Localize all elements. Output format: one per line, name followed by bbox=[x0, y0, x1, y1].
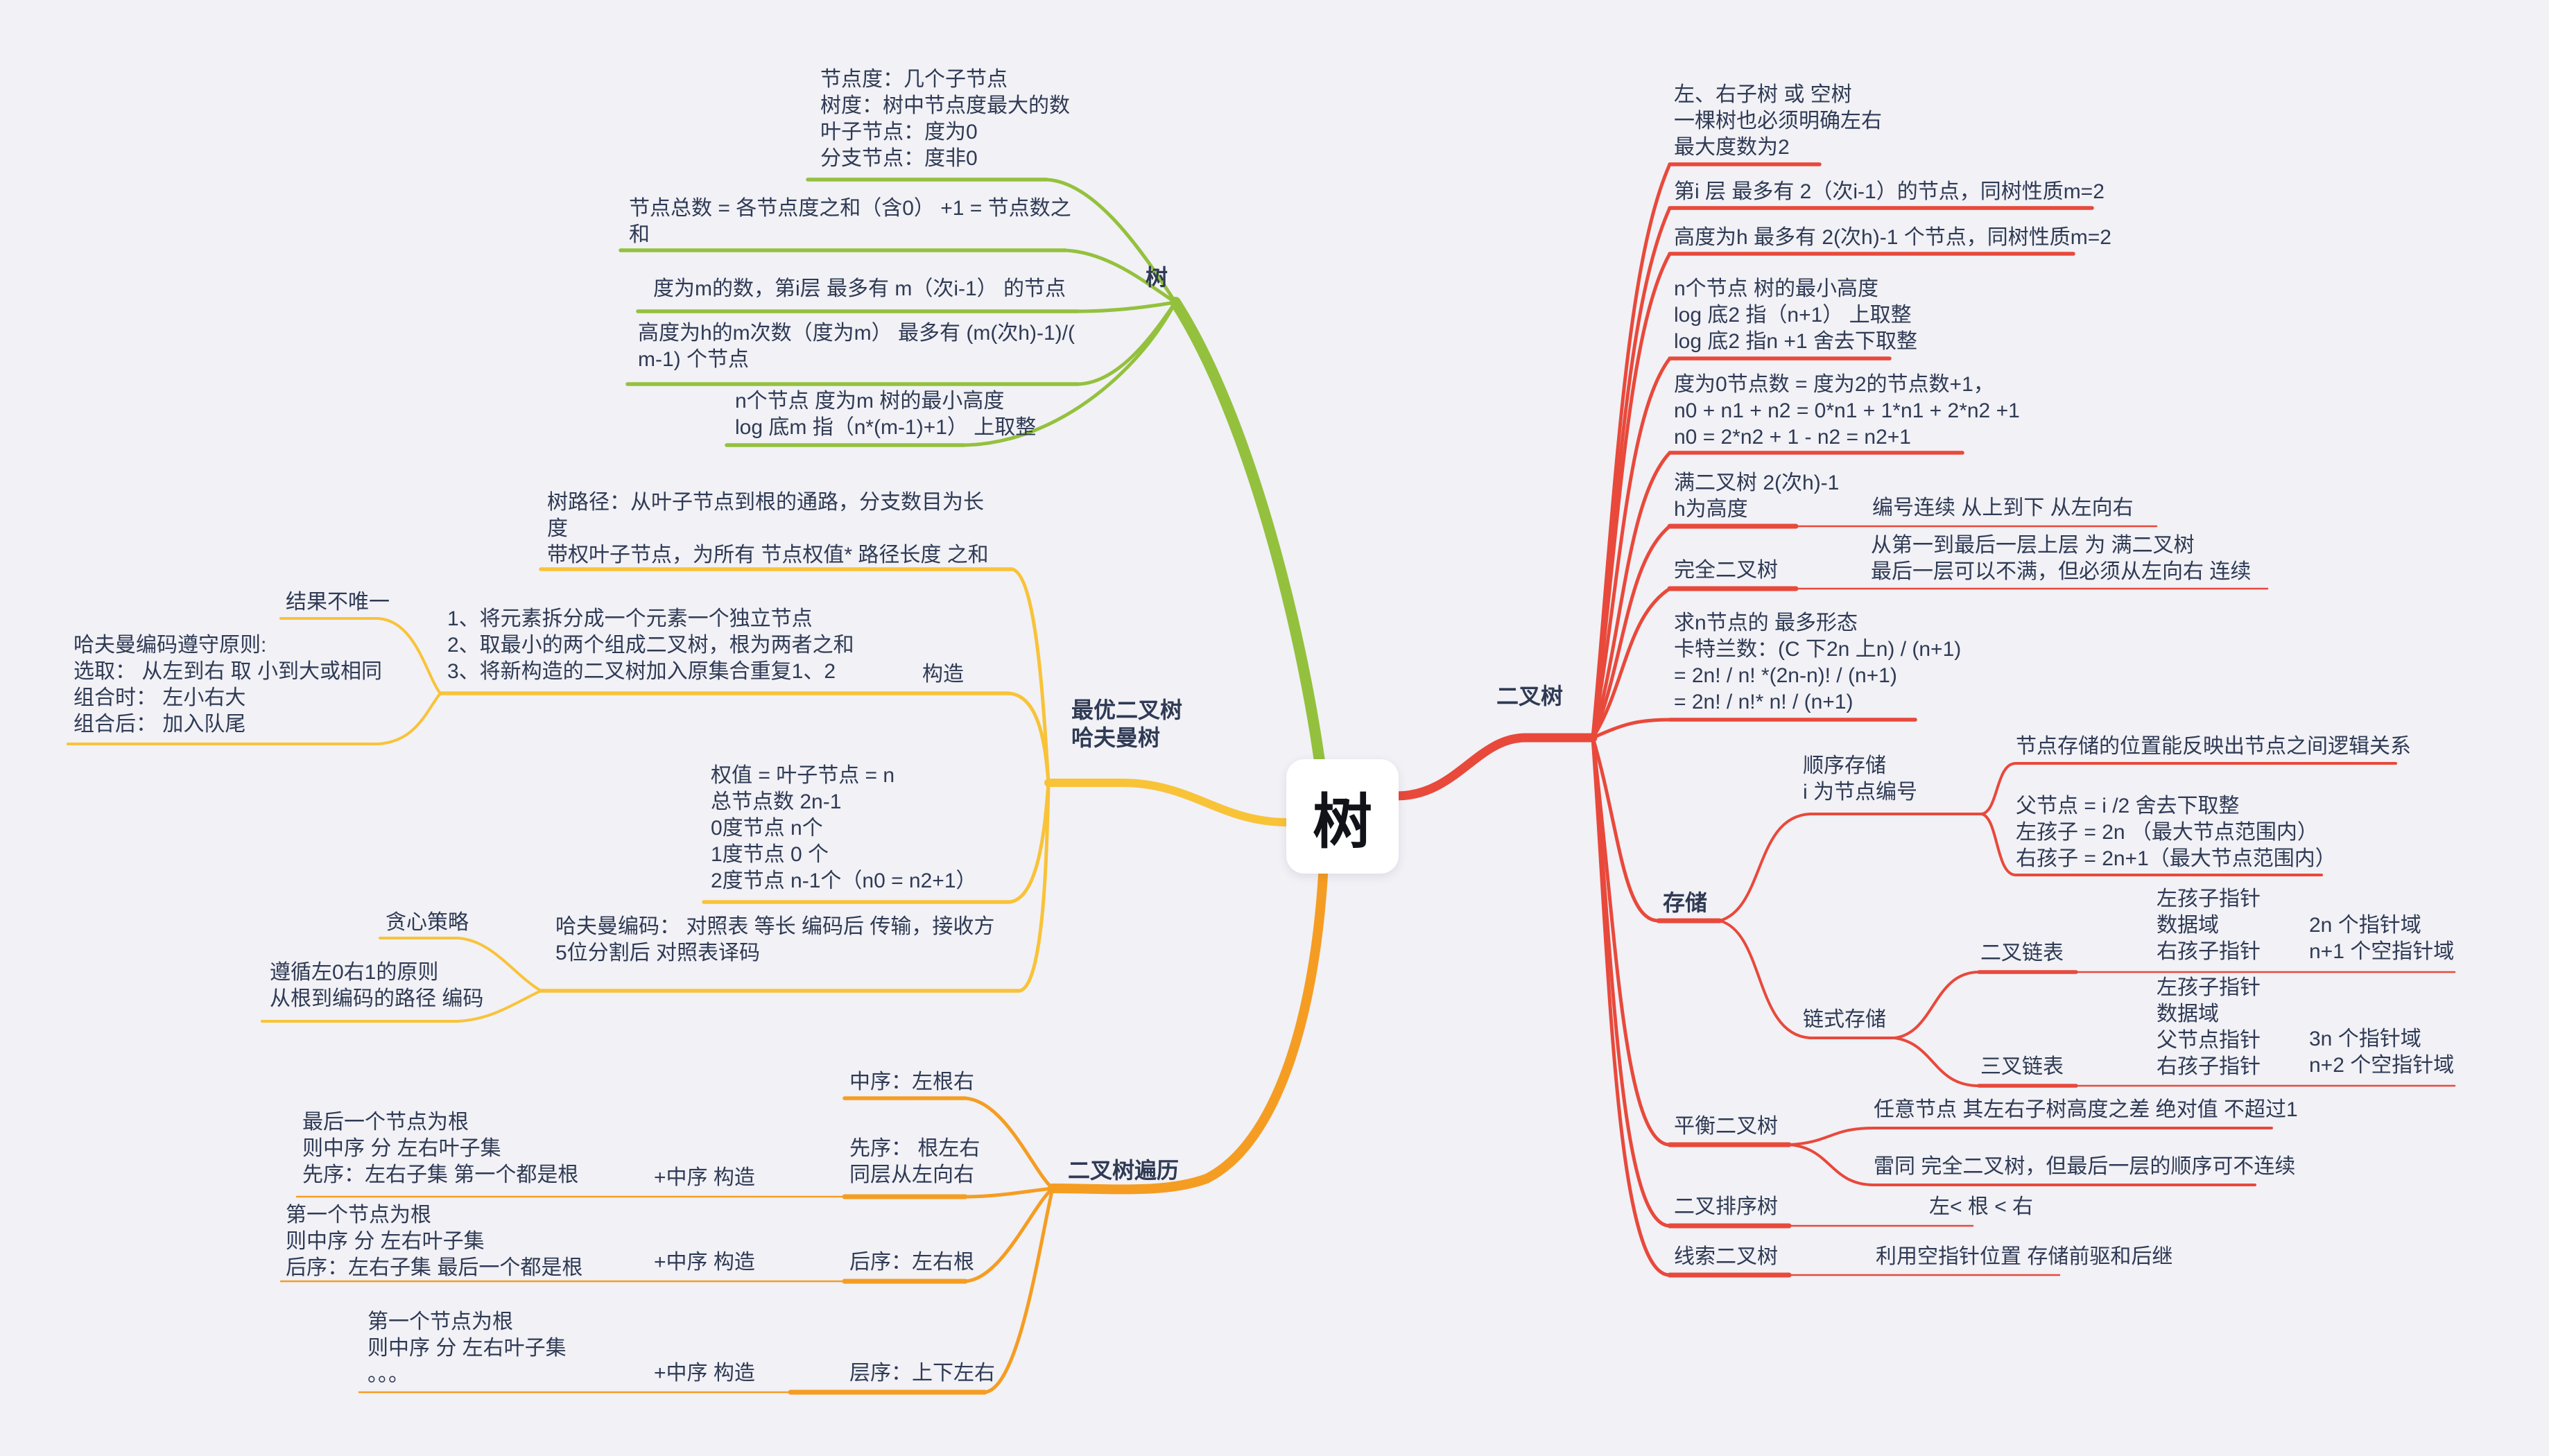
node-sequential-storage[interactable]: 顺序存储 i 为节点编号 bbox=[1803, 754, 1917, 804]
node-tree-height[interactable]: 高度为h的m次数（度为m） 最多有 (m(次h)-1)/( m-1) 个节点 bbox=[638, 322, 1075, 371]
node-binary-list[interactable]: 二叉链表 bbox=[1980, 942, 2064, 964]
node-tree-path[interactable]: 树路径：从叶子节点到根的通路，分支数目为长 度 带权叶子节点，为所有 节点权值*… bbox=[547, 491, 989, 566]
node-binary-n0[interactable]: 度为0节点数 = 度为2的节点数+1， n0 + n1 + n2 = 0*n1 … bbox=[1674, 373, 2020, 449]
node-triple-list[interactable]: 三叉链表 bbox=[1980, 1055, 2064, 1078]
node-tree-min-height[interactable]: n个节点 度为m 树的最小高度 log 底m 指（n*(m-1)+1） 上取整 bbox=[735, 390, 1037, 439]
topic-binary-tree[interactable]: 二叉树 bbox=[1496, 684, 1564, 709]
node-tree-layer[interactable]: 度为m的数，第i层 最多有 m（次i-1） 的节点 bbox=[653, 277, 1066, 300]
topic-storage[interactable]: 存储 bbox=[1663, 890, 1708, 915]
node-postorder[interactable]: 后序：左右根 bbox=[849, 1251, 974, 1274]
node-avl-tree[interactable]: 平衡二叉树 bbox=[1674, 1115, 1778, 1138]
node-huffman-build[interactable]: 构造 bbox=[922, 663, 964, 686]
node-huffman-greedy[interactable]: 贪心策略 bbox=[386, 911, 469, 934]
node-inorder[interactable]: 中序：左根右 bbox=[849, 1071, 974, 1093]
node-binary-list-fields[interactable]: 左孩子指针 数据域 右孩子指针 bbox=[2157, 887, 2261, 963]
node-sequential-formula[interactable]: 父节点 = i /2 舍去下取整 左孩子 = 2n （最大节点范围内） 右孩子 … bbox=[2016, 795, 2336, 870]
node-complete-binary-tree[interactable]: 完全二叉树 bbox=[1674, 559, 1778, 582]
node-avl-note2[interactable]: 雷同 完全二叉树，但最后一层的顺序可不连续 bbox=[1874, 1155, 2296, 1178]
node-huffman-steps[interactable]: 1、将元素拆分成一个元素一个独立节点 2、取最小的两个组成二叉树，根为两者之和 … bbox=[447, 607, 854, 683]
node-preorder-note[interactable]: 最后一个节点为根 则中序 分 左右叶子集 先序：左右子集 第一个都是根 bbox=[302, 1111, 579, 1186]
topic-traversal[interactable]: 二叉树遍历 bbox=[1068, 1158, 1180, 1183]
node-complete-binary-note[interactable]: 从第一到最后一层上层 为 满二叉树 最后一层可以不满，但必须从左向右 连续 bbox=[1871, 534, 2252, 583]
node-tree-total[interactable]: 节点总数 = 各节点度之和（含0） +1 = 节点数之 和 bbox=[629, 197, 1071, 246]
node-binary-list-count[interactable]: 2n 个指针域 n+1 个空指针域 bbox=[2309, 914, 2455, 963]
node-full-binary-tree[interactable]: 满二叉树 2(次h)-1 h为高度 bbox=[1674, 471, 1840, 521]
node-levelorder-plus[interactable]: +中序 构造 bbox=[654, 1362, 755, 1385]
node-threaded-tree[interactable]: 线索二叉树 bbox=[1674, 1245, 1778, 1268]
node-catalan[interactable]: 求n节点的 最多形态 卡特兰数：(C 下2n 上n) / (n+1) = 2n!… bbox=[1674, 612, 1962, 713]
node-binary-layer[interactable]: 第i 层 最多有 2（次i-1）的节点，同树性质m=2 bbox=[1674, 180, 2105, 203]
topic-huffman[interactable]: 最优二叉树 哈夫曼树 bbox=[1071, 697, 1183, 750]
node-postorder-plus[interactable]: +中序 构造 bbox=[654, 1251, 755, 1274]
node-bst-note[interactable]: 左< 根 < 右 bbox=[1929, 1195, 2034, 1218]
topic-tree[interactable]: 树 bbox=[1146, 265, 1168, 290]
node-sequential-note[interactable]: 节点存储的位置能反映出节点之间逻辑关系 bbox=[2016, 735, 2411, 758]
node-huffman-unique[interactable]: 结果不唯一 bbox=[286, 591, 390, 614]
node-huffman-coding[interactable]: 哈夫曼编码： 对照表 等长 编码后 传输，接收方 5位分割后 对照表译码 bbox=[555, 915, 995, 964]
node-levelorder[interactable]: 层序：上下左右 bbox=[849, 1362, 995, 1385]
node-preorder[interactable]: 先序： 根左右 同层从左向右 bbox=[849, 1137, 980, 1186]
node-huffman-principle[interactable]: 遵循左0右1的原则 从根到编码的路径 编码 bbox=[270, 961, 484, 1010]
node-bst[interactable]: 二叉排序树 bbox=[1674, 1195, 1778, 1218]
node-huffman-weights[interactable]: 权值 = 叶子节点 = n 总节点数 2n-1 0度节点 n个 1度节点 0 个… bbox=[711, 764, 977, 892]
node-binary-definition[interactable]: 左、右子树 或 空树 一棵树也必须明确左右 最大度数为2 bbox=[1674, 83, 1882, 159]
node-avl-note1[interactable]: 任意节点 其左右子树高度之差 绝对值 不超过1 bbox=[1874, 1098, 2298, 1121]
node-postorder-note[interactable]: 第一个节点为根 则中序 分 左右叶子集 后序：左右子集 最后一个都是根 bbox=[286, 1204, 583, 1279]
node-binary-height[interactable]: 高度为h 最多有 2(次h)-1 个节点，同树性质m=2 bbox=[1674, 226, 2111, 249]
node-levelorder-note[interactable]: 第一个节点为根 则中序 分 左右叶子集 。。。 bbox=[368, 1310, 567, 1386]
node-preorder-plus[interactable]: +中序 构造 bbox=[654, 1166, 755, 1189]
node-triple-list-fields[interactable]: 左孩子指针 数据域 父节点指针 右孩子指针 bbox=[2157, 976, 2261, 1078]
node-linked-storage[interactable]: 链式存储 bbox=[1803, 1008, 1886, 1031]
node-tree-degree[interactable]: 节点度：几个子节点 树度：树中节点度最大的数 叶子节点：度为0 分支节点：度非0 bbox=[820, 68, 1070, 170]
root-node[interactable]: 树 bbox=[1286, 759, 1399, 874]
node-binary-min-height[interactable]: n个节点 树的最小高度 log 底2 指（n+1） 上取整 log 底2 指n … bbox=[1674, 277, 1917, 353]
node-full-binary-note[interactable]: 编号连续 从上到下 从左向右 bbox=[1872, 496, 2134, 519]
node-huffman-rules[interactable]: 哈夫曼编码遵守原则: 选取： 从左到右 取 小到大或相同 组合时： 左小右大 组… bbox=[74, 634, 383, 736]
node-threaded-note[interactable]: 利用空指针位置 存储前驱和后继 bbox=[1876, 1245, 2173, 1268]
node-triple-list-count[interactable]: 3n 个指针域 n+2 个空指针域 bbox=[2309, 1028, 2455, 1077]
